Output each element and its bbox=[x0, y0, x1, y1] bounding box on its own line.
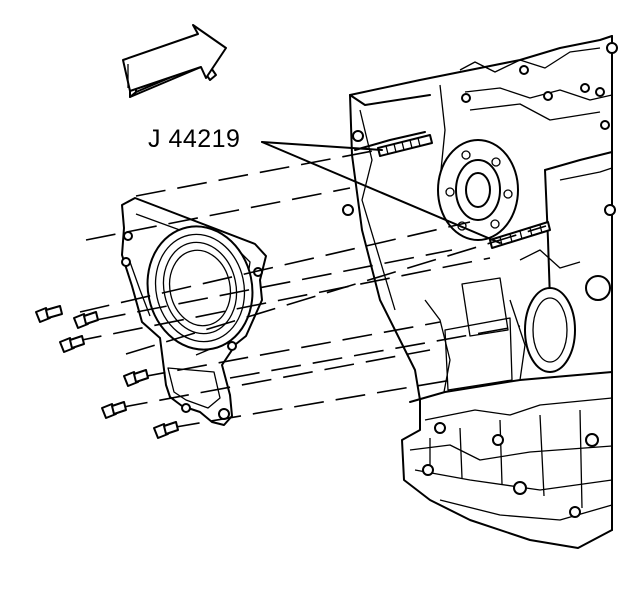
alignment-lines bbox=[71, 149, 547, 429]
callout-leaders bbox=[261, 141, 501, 244]
tool-callout-label: J 44219 bbox=[148, 125, 241, 153]
view-direction-arrow-icon bbox=[122, 24, 227, 98]
engine-block bbox=[342, 35, 618, 549]
rear-seal-housing bbox=[121, 197, 267, 426]
bolt-1 bbox=[35, 305, 63, 323]
bolt-3 bbox=[59, 335, 85, 353]
guide-pin-upper bbox=[377, 134, 433, 157]
bolt-4 bbox=[123, 369, 149, 387]
guide-pin-lower bbox=[489, 221, 551, 249]
bolt-5 bbox=[101, 401, 127, 419]
bolt-6 bbox=[153, 421, 179, 439]
bolt-2 bbox=[73, 311, 99, 329]
